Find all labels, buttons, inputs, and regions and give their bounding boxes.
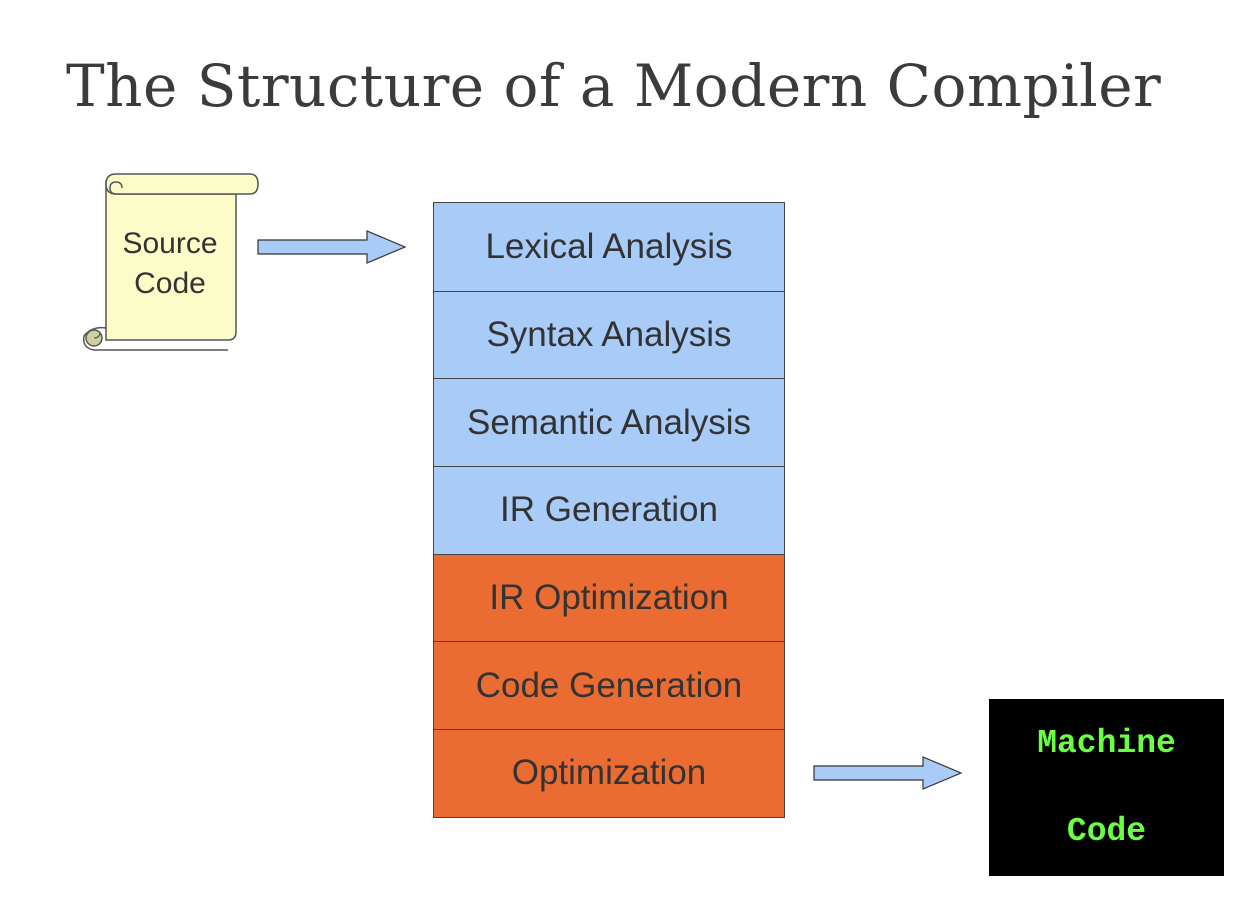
compiler-stages-stack: Lexical Analysis Syntax Analysis Semanti…	[433, 202, 785, 818]
machine-code-box: Machine Code	[989, 699, 1224, 876]
page-title: The Structure of a Modern Compiler	[66, 52, 1162, 120]
stage-syntax-analysis: Syntax Analysis	[434, 290, 784, 379]
output-arrow	[813, 756, 963, 790]
stage-semantic-analysis: Semantic Analysis	[434, 378, 784, 467]
source-code-line-1: Source	[122, 227, 218, 260]
stage-ir-optimization: IR Optimization	[434, 553, 784, 642]
source-code-label: Source Code	[104, 224, 236, 304]
scroll-icon	[82, 173, 259, 351]
input-arrow	[257, 230, 407, 264]
stage-lexical-analysis: Lexical Analysis	[434, 203, 784, 291]
stage-code-generation: Code Generation	[434, 641, 784, 730]
stage-optimization: Optimization	[434, 729, 784, 817]
machine-code-line-2: Code	[1066, 812, 1147, 850]
source-code-line-2: Code	[134, 267, 206, 300]
machine-code-line-1: Machine	[1037, 724, 1176, 762]
machine-code-label: Machine Code	[1037, 678, 1176, 898]
stage-ir-generation: IR Generation	[434, 466, 784, 554]
